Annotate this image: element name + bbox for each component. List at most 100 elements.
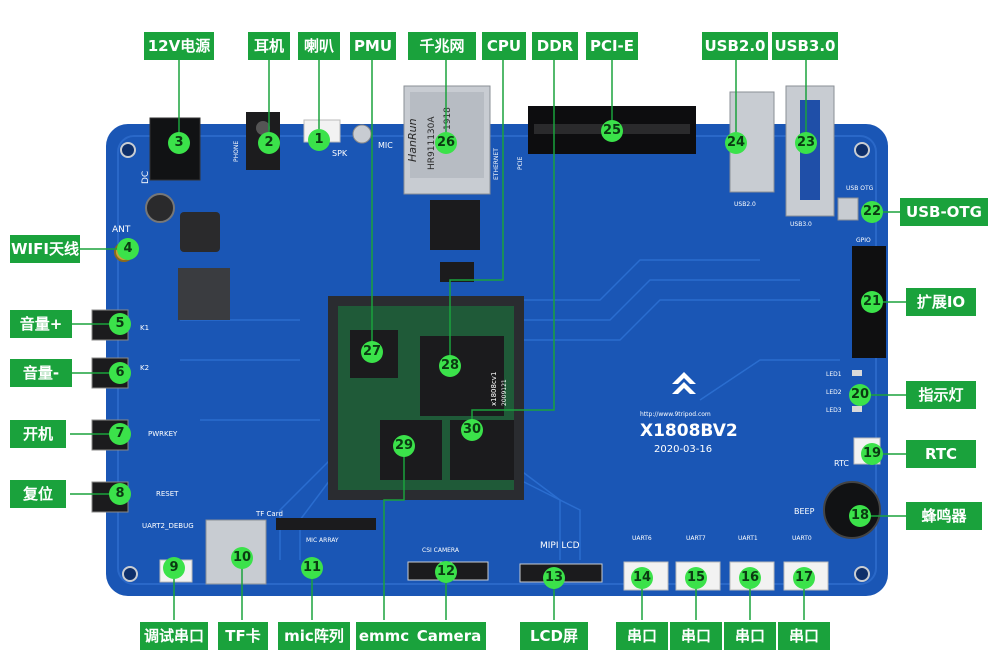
silk-gpio: GPIO [856,237,871,244]
label-expansion-io: 扩展IO [906,288,976,316]
silk-ant: ANT [112,225,131,235]
silk-cpu-code: 2009121 [501,379,508,406]
label-indicator-led: 指示灯 [906,381,976,409]
marker-30: 30 [461,419,483,441]
label-pmu: PMU [350,32,396,60]
silk-led3: LED3 [826,407,842,414]
marker-15: 15 [685,567,707,589]
silk-date: 2020-03-16 [654,444,712,455]
label-reset: 复位 [10,480,66,508]
wifi-chip [178,268,230,320]
marker-2: 2 [258,132,280,154]
label-debug-uart: 调试串口 [140,622,208,650]
label-headphone: 耳机 [248,32,290,60]
silk-usb3: USB3.0 [790,221,812,228]
silk-ethernet: ETHERNET [493,148,500,180]
logo-icon [672,372,696,394]
label-buzzer: 蜂鸣器 [906,502,982,530]
marker-28: 28 [439,355,461,377]
label-lcd: LCD屏 [520,622,588,650]
inductor [180,212,220,252]
silk-url: http://www.9tripod.com [640,411,711,418]
label-uart-16: 串口 [724,622,776,650]
mic-array-connector [276,518,376,530]
silk-phone: PHONE [233,141,240,162]
silk-mic: MIC [378,141,393,150]
silk-ethernet-brand: HanRun [406,118,419,162]
marker-11: 11 [301,557,323,579]
silk-uart0: UART0 [792,535,812,542]
mount-hole-bl [122,566,138,582]
label-wifi-antenna: WIFI天线 [10,235,80,263]
silk-mipi-lcd: MIPI LCD [540,541,580,551]
label-power-on: 开机 [10,420,66,448]
silk-ethernet-part: HR911130A [427,116,437,170]
silk-pcie: PCIE [517,156,524,170]
marker-13: 13 [543,567,565,589]
silk-reset: RESET [156,490,179,498]
marker-29: 29 [393,435,415,457]
marker-1: 1 [308,129,330,151]
marker-25: 25 [601,120,623,142]
marker-12: 12 [435,561,457,583]
silk-uart2-debug: UART2_DEBUG [142,522,194,530]
marker-26: 26 [435,132,457,154]
silk-beep: BEEP [794,507,815,516]
marker-20: 20 [849,384,871,406]
silk-spk: SPK [332,149,348,158]
marker-22: 22 [861,201,883,223]
silk-ethernet-code: 1918 [443,107,453,130]
side-chip [430,200,480,250]
marker-16: 16 [739,567,761,589]
label-uart-15: 串口 [670,622,722,650]
cpu-chip [420,336,504,416]
marker-17: 17 [793,567,815,589]
marker-4: 4 [117,238,139,260]
label-12v-power: 12V电源 [144,32,214,60]
label-mic-array: mic阵列 [278,622,350,650]
silk-k1: K1 [140,324,149,332]
marker-24: 24 [725,132,747,154]
capacitor [145,193,175,223]
silk-cpu-mark: x1808cv1 [490,372,498,406]
silk-uart7: UART7 [686,535,706,542]
silk-usb-otg: USB OTG [846,185,874,192]
label-pci-e: PCI-E [586,32,638,60]
silk-pwrkey: PWRKEY [148,430,178,438]
microphone [352,124,372,144]
label-volume-down: 音量- [10,359,72,387]
label-camera: Camera [412,622,486,650]
label-rtc: RTC [906,440,976,468]
marker-9: 9 [163,557,185,579]
label-uart-17: 串口 [778,622,830,650]
led3 [852,406,862,412]
silk-tf-card: TF Card [255,510,283,518]
mount-hole-tr [854,142,870,158]
marker-18: 18 [849,505,871,527]
marker-10: 10 [231,547,253,569]
silk-led1: LED1 [826,371,842,378]
marker-23: 23 [795,132,817,154]
audio-jack-hole [256,121,270,135]
marker-6: 6 [109,362,131,384]
silk-led2: LED2 [826,389,842,396]
silk-rtc: RTC [834,459,849,468]
marker-5: 5 [109,313,131,335]
label-tf-card: TF卡 [218,622,268,650]
label-volume-up: 音量+ [10,310,72,338]
label-speaker: 喇叭 [298,32,340,60]
label-emmc: emmc [356,622,412,650]
label-gigabit-ethernet: 千兆网 [408,32,476,60]
silk-usb2: USB2.0 [734,201,756,208]
label-usb-otg: USB-OTG [900,198,988,226]
marker-14: 14 [631,567,653,589]
label-usb3: USB3.0 [772,32,838,60]
label-ddr: DDR [532,32,578,60]
label-cpu: CPU [482,32,526,60]
label-usb2: USB2.0 [702,32,768,60]
silk-dc: DC [141,171,151,184]
side-chip-2 [440,262,474,282]
marker-7: 7 [109,423,131,445]
